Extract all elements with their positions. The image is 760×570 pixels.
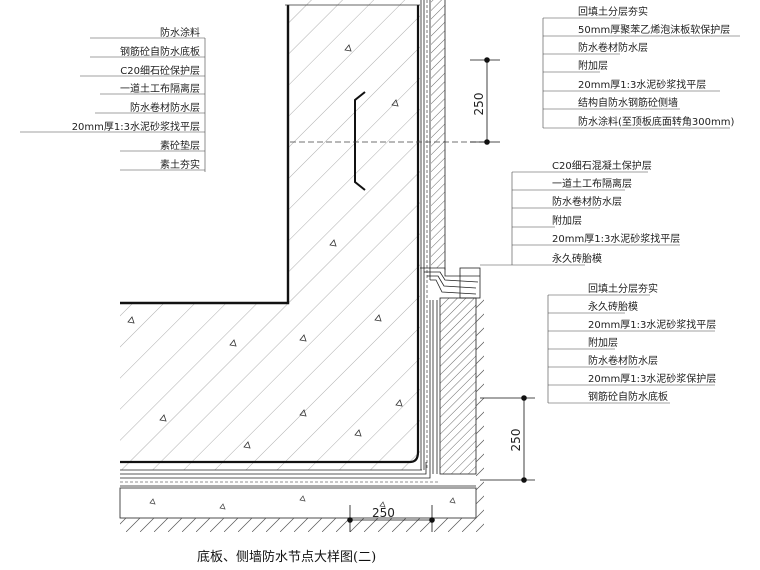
label-rl-5: 防水卷材防水层: [588, 354, 658, 367]
dimension-bottom-horizontal: [347, 505, 435, 532]
dim-bottom-250: 250: [372, 506, 395, 520]
label-rm-3: 防水卷材防水层: [552, 195, 622, 208]
label-left-3: C20细石砼保护层: [120, 64, 200, 77]
label-rm-2: 一道土工布隔离层: [552, 177, 632, 190]
label-rt-3: 防水卷材防水层: [578, 41, 648, 54]
dimension-low-vertical: [480, 395, 535, 483]
label-rl-7: 钢筋砼自防水底板: [588, 390, 668, 403]
label-left-1: 防水涂料: [160, 26, 200, 39]
label-left-5: 防水卷材防水层: [130, 101, 200, 114]
leader-right-mid: [480, 171, 680, 266]
label-rt-2: 50mm厚聚苯乙烯泡沫板软保护层: [578, 23, 730, 36]
dim-top-250: 250: [472, 93, 486, 116]
right-mid-labels: C20细石混凝土保护层 一道土工布隔离层 防水卷材防水层 附加层 20mm厚1:…: [552, 159, 680, 265]
label-rl-2: 永久砖胎模: [588, 300, 638, 313]
label-left-8: 素土夯实: [160, 158, 200, 171]
aggregate-marks: [127, 44, 403, 449]
label-rl-6: 20mm厚1:3水泥砂浆保护层: [588, 372, 716, 385]
cushion-marks: [149, 495, 456, 510]
label-rt-6: 结构自防水钢筋砼侧墙: [578, 96, 678, 109]
foam-protection-strip: [431, 0, 445, 268]
label-left-2: 钢筋砼自防水底板: [120, 45, 200, 58]
label-rl-3: 20mm厚1:3水泥砂浆找平层: [588, 318, 716, 331]
corner-step-detail: [420, 267, 481, 299]
label-left-4: 一道土工布隔离层: [120, 82, 200, 95]
label-rl-1: 回填土分层夯实: [588, 282, 658, 295]
label-rl-4: 附加层: [588, 336, 618, 349]
label-rt-1: 回填土分层夯实: [578, 5, 648, 18]
leader-right-top: [542, 17, 740, 129]
label-rm-1: C20细石混凝土保护层: [552, 159, 652, 172]
permanent-brick-mold: [439, 297, 477, 475]
label-rt-7: 防水涂料(至顶板底面转角300mm): [578, 115, 734, 128]
bottom-waterproof-layers: [120, 300, 476, 487]
label-rt-5: 20mm厚1:3水泥砂浆找平层: [578, 78, 706, 91]
dim-low-250: 250: [509, 429, 523, 452]
label-rm-4: 附加层: [552, 214, 582, 227]
dimension-top-vertical: [470, 57, 500, 145]
drawing-caption: 底板、侧墙防水节点大样图(二): [197, 549, 376, 565]
right-low-labels: 回填土分层夯实 永久砖胎模 20mm厚1:3水泥砂浆找平层 附加层 防水卷材防水…: [588, 282, 716, 403]
concrete-cushion-layer: [119, 487, 477, 519]
label-rm-5: 20mm厚1:3水泥砂浆找平层: [552, 232, 680, 245]
label-left-7: 素砼垫层: [160, 139, 200, 152]
concrete-wall-and-slab: [120, 0, 420, 470]
label-left-6: 20mm厚1:3水泥砂浆找平层: [72, 120, 200, 133]
compacted-soil: [120, 518, 476, 532]
leader-right-low: [547, 294, 715, 404]
right-top-labels: 回填土分层夯实 50mm厚聚苯乙烯泡沫板软保护层 防水卷材防水层 附加层 20m…: [578, 5, 734, 128]
left-labels: 防水涂料 钢筋砼自防水底板 C20细石砼保护层 一道土工布隔离层 防水卷材防水层…: [72, 26, 200, 171]
label-rm-6: 永久砖胎模: [552, 252, 602, 265]
label-rt-4: 附加层: [578, 59, 608, 72]
leader-left: [20, 37, 206, 172]
